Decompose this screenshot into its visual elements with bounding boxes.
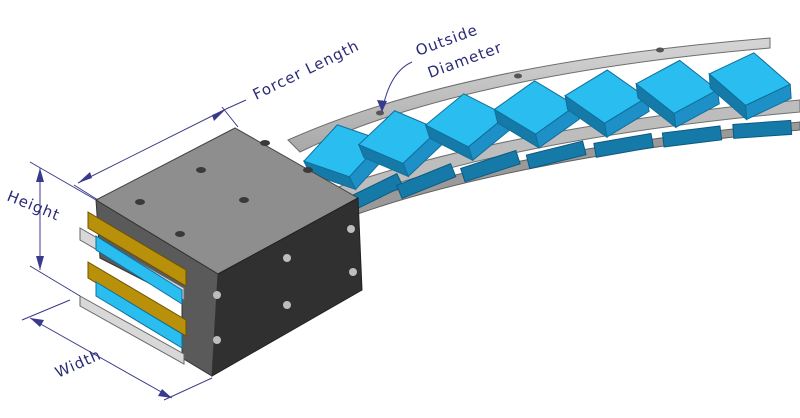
side-bolt xyxy=(283,301,291,309)
top-hole xyxy=(196,167,206,173)
magnet-lower xyxy=(396,163,457,200)
forcer-side-bolts xyxy=(213,225,357,344)
width-label: Width xyxy=(52,345,104,381)
magnet-lower xyxy=(593,132,654,158)
top-hole xyxy=(303,167,313,173)
track-hole xyxy=(656,47,664,53)
magnet-lower xyxy=(460,149,521,183)
top-hole xyxy=(239,197,249,203)
magnet-lower xyxy=(732,119,793,139)
forcer-length-label: Forcer Length xyxy=(250,36,362,103)
side-bolt xyxy=(283,254,291,262)
top-hole xyxy=(135,199,145,205)
track-hole xyxy=(376,110,384,116)
forcer xyxy=(79,127,363,377)
height-label: Height xyxy=(5,187,63,225)
arrow-head xyxy=(36,256,44,270)
magnet-left-side xyxy=(708,72,748,121)
arrow-head xyxy=(377,100,387,112)
side-bolt xyxy=(349,268,357,276)
side-bolt xyxy=(213,291,221,299)
magnet xyxy=(564,69,654,158)
arrow-head xyxy=(36,168,44,182)
dim-ext-line xyxy=(73,184,99,201)
magnet-left-side xyxy=(635,82,677,129)
leader-line xyxy=(225,99,247,110)
magnet xyxy=(708,52,793,139)
magnet-array xyxy=(302,52,793,213)
magnet-slot-lower xyxy=(95,281,183,349)
forcer-top-holes xyxy=(135,140,313,237)
top-hole xyxy=(260,140,270,146)
dim-ext-line xyxy=(163,377,213,401)
side-bolt xyxy=(347,225,355,233)
gold-winding-lower xyxy=(87,261,187,337)
magnet-left-side xyxy=(424,124,474,162)
magnet xyxy=(635,59,723,148)
track-hole xyxy=(514,73,522,79)
magnet-lower xyxy=(661,125,723,148)
magnet xyxy=(424,93,521,183)
magnet-lower xyxy=(525,140,587,170)
magnet-left-side xyxy=(357,143,410,178)
dim-ext-line xyxy=(21,299,71,321)
magnet-left-side xyxy=(564,94,608,139)
coil-plate-bottom xyxy=(79,295,185,365)
magnet-slot-upper xyxy=(95,235,183,305)
forcer-length-line xyxy=(77,108,227,184)
gold-winding-upper xyxy=(87,211,187,287)
arrow-head xyxy=(158,389,172,398)
arrow-head xyxy=(78,172,92,183)
magnet xyxy=(493,80,587,170)
arrow-head xyxy=(212,109,226,121)
arrow-head xyxy=(30,318,44,327)
side-bolt xyxy=(213,336,221,344)
dim-ext-line xyxy=(29,161,97,201)
width-line xyxy=(29,317,173,399)
dim-ext-line xyxy=(29,265,81,297)
dim-ext-line xyxy=(221,106,239,128)
top-hole xyxy=(175,231,185,237)
magnet-left-side xyxy=(493,108,540,149)
track-top-surface xyxy=(287,37,771,153)
